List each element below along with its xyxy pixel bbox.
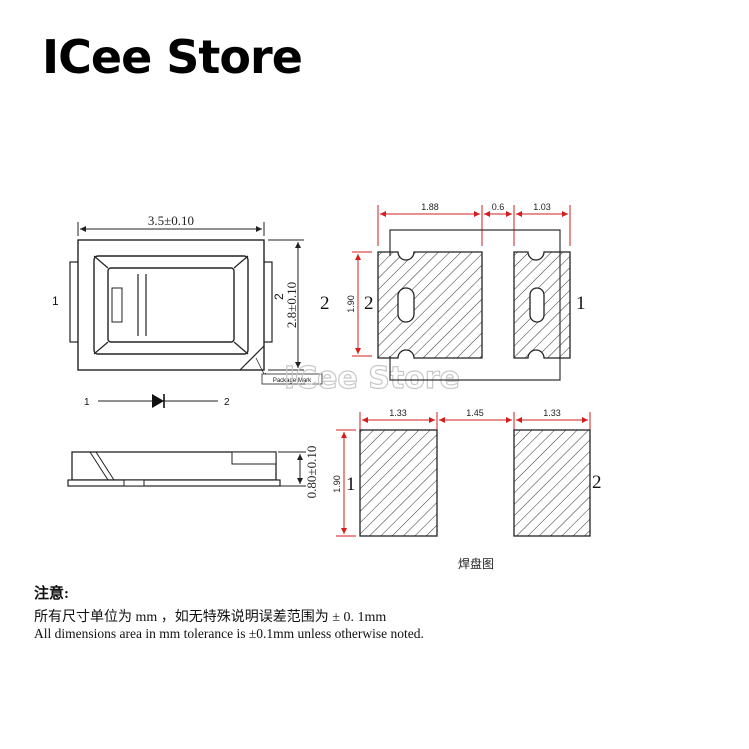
notes-line-cn: 所有尺寸单位为 mm ，如无特殊说明误差范围为 ± 0. 1mm [34, 610, 387, 625]
pad-dim-h: 1.90 [332, 475, 342, 493]
fp-dim-c: 1.03 [533, 202, 551, 212]
diode-pin-2: 2 [224, 397, 230, 408]
side-height-dim: 0.80±0.10 [304, 446, 319, 499]
top-pin-1: 1 [52, 294, 59, 308]
top-height-dim: 2.8±0.10 [284, 282, 299, 328]
package-side-view: 0.80±0.10 [67, 446, 319, 499]
pad-dim-a: 1.33 [389, 408, 407, 418]
notes-line-en: All dimensions area in mm tolerance is ±… [34, 626, 424, 641]
pad-pin-1: 1 [346, 474, 356, 495]
pad-caption: 焊盘图 [458, 556, 494, 571]
fp-pin-left: 2 [320, 293, 330, 314]
fp-dim-a: 1.88 [421, 202, 439, 212]
package-mark-label: Package Mark [273, 378, 312, 384]
solder-pad-drawing: 1.33 1.45 1.33 1.90 1 2 焊盘图 [332, 408, 602, 571]
top-width-dim: 3.5±0.10 [148, 213, 194, 228]
fp-dim-h: 1.90 [346, 295, 356, 313]
brand-title: ICee Store [42, 30, 303, 84]
pad-pin-2: 2 [592, 472, 602, 493]
diode-pin-1: 1 [84, 397, 90, 408]
footprint-top: 1.88 0.6 1.03 1.90 2 2 1 [320, 202, 586, 381]
pad-dim-c: 1.33 [543, 408, 561, 418]
fp-pin-mid: 2 [364, 293, 374, 314]
diode-symbol: 1 2 [84, 394, 230, 408]
pad-dim-b: 1.45 [466, 408, 484, 418]
top-pin-2: 2 [272, 293, 286, 300]
notes-title: 注意: [34, 586, 69, 602]
fp-pin-right: 1 [576, 293, 586, 314]
watermark-text: ICee Store [284, 361, 460, 396]
package-top-view: 3.5±0.10 Package Mark 2.8±0.10 1 2 [52, 213, 323, 385]
fp-dim-b: 0.6 [492, 202, 505, 212]
